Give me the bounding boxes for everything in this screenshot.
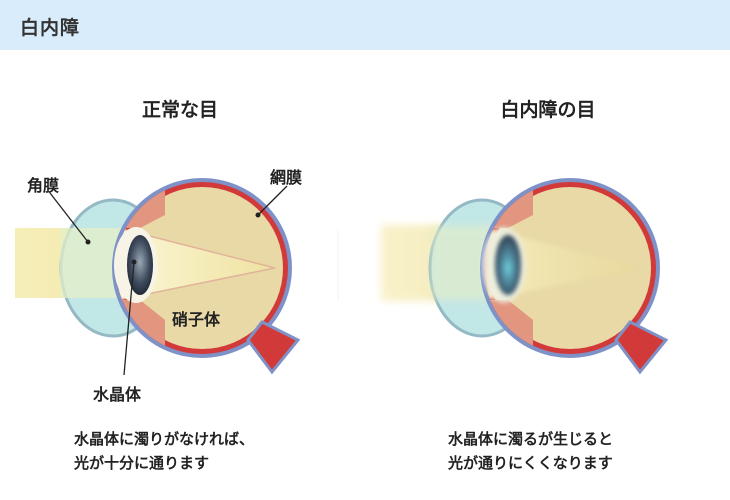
caption-line: 光が十分に通ります (74, 454, 210, 472)
light-cone-blurred (486, 228, 643, 300)
caption-line: 光が通りにくくなります (448, 454, 613, 472)
normal-eye-caption: 水晶体に濁りがなければ、 光が十分に通ります (74, 427, 254, 475)
caption-line: 水晶体に濁るが生じると (448, 430, 614, 448)
cataract-eye-title: 白内障の目 (500, 99, 596, 121)
header-bar: 白内障 (0, 0, 730, 50)
normal-eye-title: 正常な目 (141, 99, 218, 121)
label-retina: 網膜 (270, 168, 303, 187)
label-cornea: 角膜 (27, 176, 60, 195)
cataract-eye (381, 178, 669, 375)
pupil-right (495, 235, 521, 295)
label-vitreous: 硝子体 (172, 310, 221, 329)
optic-nerve (246, 320, 301, 375)
pupil (127, 235, 153, 295)
page-title: 白内障 (20, 17, 81, 39)
normal-eye (15, 178, 301, 376)
label-lens: 水晶体 (93, 385, 142, 404)
optic-nerve-right (614, 320, 669, 375)
cataract-eye-caption: 水晶体に濁るが生じると 光が通りにくくなります (448, 427, 613, 475)
caption-line: 水晶体に濁りがなければ、 (74, 430, 255, 448)
